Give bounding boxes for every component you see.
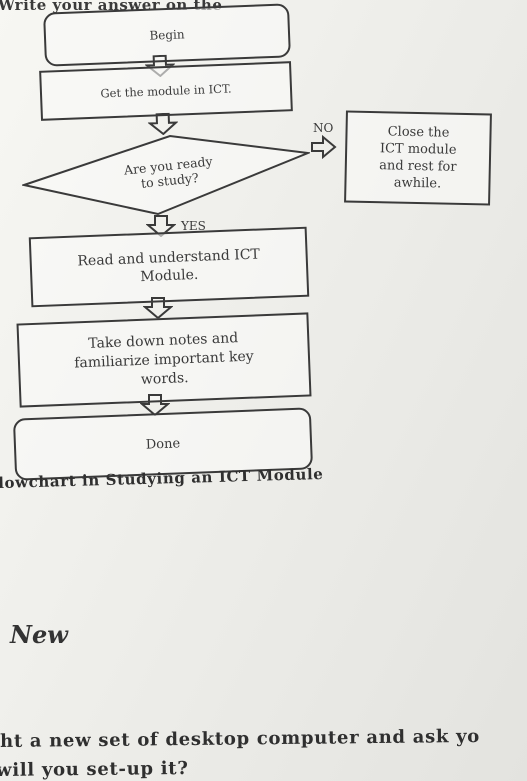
get-module-label: Get the module in ICT. [100,81,232,101]
begin-label: Begin [149,27,185,43]
section-heading: New [10,620,68,649]
done-label: Done [145,435,181,453]
arrow-down-icon [143,297,173,319]
arrow-down-icon [147,112,179,136]
decision-diamond: Are you ready to study? [20,133,312,217]
arrow-down-icon [146,215,176,237]
question-line-1: ht a new set of desktop computer and ask… [0,725,481,752]
arrow-right-icon [311,135,337,159]
yes-label: YES [181,219,206,233]
arrow-down-icon [140,394,170,416]
close-module-process: Close the ICT module and rest for awhile… [344,110,492,206]
no-label: NO [313,121,334,135]
close-line-4: awhile. [393,175,442,192]
close-line-3: and rest for [378,158,457,175]
diamond-shape [20,134,312,216]
question-line-2: will you set-up it? [0,757,189,781]
read-module-process: Read and understand ICT Module. [28,226,310,308]
close-line-1: Close the [387,124,450,141]
close-line-2: ICT module [379,141,457,158]
